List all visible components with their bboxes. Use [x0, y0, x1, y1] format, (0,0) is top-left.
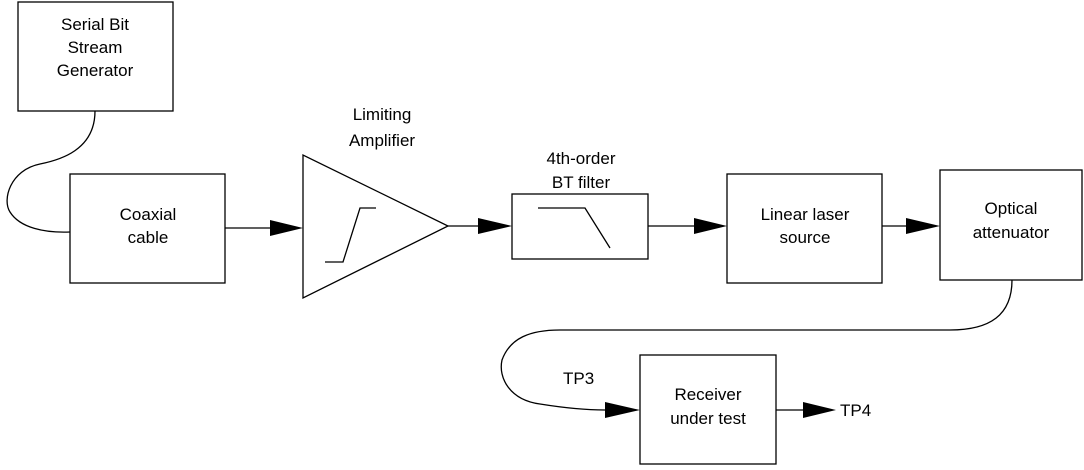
coax-label-line2: cable [128, 228, 169, 247]
generator-label-line1: Serial Bit [61, 15, 129, 34]
receiver-under-test-block: Receiver under test [639, 354, 777, 465]
filter-label-line2: BT filter [552, 173, 611, 192]
generator-label-line3: Generator [57, 61, 134, 80]
laser-to-attenuator-arrow [882, 218, 940, 234]
receiver-label-line1: Receiver [674, 385, 741, 404]
filter-response-curve [538, 207, 611, 249]
coaxial-cable-block: Coaxial cable [69, 173, 226, 284]
receiver-label-line2: under test [670, 409, 746, 428]
tp3-label: TP3 [563, 369, 594, 388]
limiter-transfer-curve [325, 207, 376, 263]
optical-attenuator-block: Optical attenuator [939, 169, 1083, 281]
attenuator-label-line2: attenuator [973, 223, 1050, 242]
generator-to-coax-cable [6, 110, 96, 233]
linear-laser-source-block: Linear laser source [726, 173, 883, 284]
tp4-label: TP4 [840, 401, 871, 420]
generator-label-line2: Stream [68, 38, 123, 57]
limiter-label-line1: Limiting [353, 105, 412, 124]
attenuator-label-line1: Optical [985, 199, 1038, 218]
limiter-to-filter-arrow [448, 218, 512, 234]
filter-to-laser-arrow [648, 218, 727, 234]
coax-to-limiter-arrow [225, 220, 303, 236]
laser-label-line2: source [779, 228, 830, 247]
laser-label-line1: Linear laser [761, 205, 850, 224]
coax-label-line1: Coaxial [120, 205, 177, 224]
filter-label-line1: 4th-order [547, 149, 616, 168]
limiter-label-line2: Amplifier [349, 131, 415, 150]
receiver-to-tp4-arrow [776, 402, 836, 418]
limiting-amplifier-block [302, 153, 450, 300]
tp3-arrowhead [605, 402, 640, 418]
attenuator-to-receiver-fiber [500, 279, 1013, 411]
generator-block: Serial Bit Stream Generator [17, 1, 174, 112]
bt-filter-block [511, 193, 649, 260]
